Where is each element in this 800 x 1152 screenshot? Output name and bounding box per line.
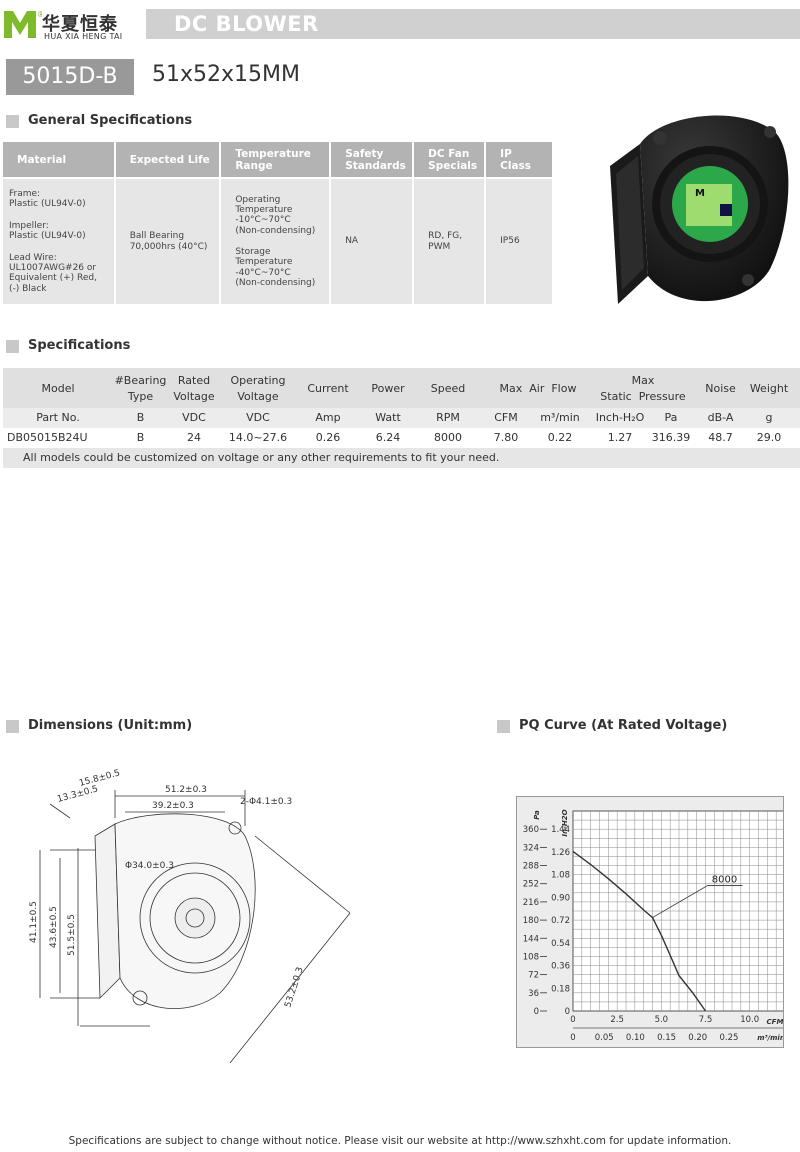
x2-tick-label: 0 xyxy=(570,1033,575,1043)
y2-tick-label: 1.08 xyxy=(551,871,570,881)
header-material: Material xyxy=(3,142,116,178)
dim-label: 43.6±0.5 xyxy=(49,906,59,948)
section-square-icon xyxy=(6,115,19,128)
logo-mark-icon: ® xyxy=(4,10,42,38)
general-spec-header-row: Material Expected Life Temperature Range… xyxy=(3,142,554,178)
dim-label: 51.2±0.3 xyxy=(165,785,207,795)
y-tick-label: 216 xyxy=(523,898,539,908)
safety-cell: NA xyxy=(330,177,415,304)
spec-header-row-2: Part No. B VDC VDC Amp Watt RPM CFM m³/m… xyxy=(3,408,800,428)
x-axis-label: CFM xyxy=(767,1018,783,1026)
material-cell: Frame: Plastic (UL94V-0) Impeller: Plast… xyxy=(3,177,116,304)
dim-label: 15.8±0.5 xyxy=(78,768,121,789)
header-dc-fan-specials: DC Fan Specials xyxy=(413,142,487,178)
ip-class-cell: IP56 xyxy=(485,177,554,304)
y-tick-label: 360 xyxy=(523,825,539,835)
header-expected-life: Expected Life xyxy=(114,142,222,178)
spec-note-row: All models could be customized on voltag… xyxy=(3,448,800,468)
logo-chinese-name: 华夏恒泰 xyxy=(42,14,118,35)
y2-tick-label: 0.72 xyxy=(551,916,570,926)
y-tick-label: 324 xyxy=(523,843,539,853)
dim-label: 39.2±0.3 xyxy=(152,801,194,811)
general-spec-row: Frame: Plastic (UL94V-0) Impeller: Plast… xyxy=(3,177,554,304)
pq-chart-frame: 0 36 72 108 144 180 216 252 288 324 360 0 0.18 0.36 0.… xyxy=(516,796,786,1048)
dim-label: 2-Φ4.1±0.3 xyxy=(240,797,292,807)
model-size: 51x52x15MM xyxy=(152,62,300,87)
expected-life-cell: Ball Bearing 70,000hrs (40°C) xyxy=(114,177,222,304)
y2-tick-label: 0 xyxy=(565,1007,570,1017)
temperature-cell: Operating Temperature -10°C~70°C (Non-co… xyxy=(220,177,332,304)
y2-tick-label: 0.90 xyxy=(551,893,570,903)
y-tick-label: 0 xyxy=(534,1007,539,1017)
y-tick-label: 288 xyxy=(523,862,539,872)
header-ip-class: IP Class xyxy=(485,142,554,178)
pq-chart: 0 36 72 108 144 180 216 252 288 324 360 0 0.18 0.36 0.… xyxy=(523,809,786,1043)
series-label: 8000 xyxy=(712,875,737,886)
svg-text:M: M xyxy=(695,188,705,199)
dim-label: 53.2±0.3 xyxy=(283,966,305,1009)
blower-product-photo: M xyxy=(610,115,789,304)
model-code: 5015D-B xyxy=(6,59,134,95)
x-tick-label: 7.5 xyxy=(699,1015,713,1025)
dim-label: 51.5±0.5 xyxy=(67,914,77,956)
customization-note: All models could be customized on voltag… xyxy=(23,451,500,464)
x2-axis-label: m³/min xyxy=(757,1034,783,1042)
general-spec-table: Material Expected Life Temperature Range… xyxy=(3,142,554,304)
spec-data-row: DB05015B24U B 24 14.0~27.6 0.26 6.24 800… xyxy=(3,428,800,448)
x2-tick-label: 0.15 xyxy=(657,1033,676,1043)
y2-tick-label: 0.54 xyxy=(551,939,570,949)
series-label-leader xyxy=(652,885,708,918)
section-square-icon xyxy=(6,720,19,733)
x2-tick-label: 0.05 xyxy=(595,1033,614,1043)
y2-tick-label: 0.18 xyxy=(551,984,570,994)
dim-label: 41.1±0.5 xyxy=(29,901,39,943)
dim-label: Φ34.0±0.3 xyxy=(125,861,174,871)
x-tick-label: 0 xyxy=(570,1015,575,1025)
y-tick-label: 180 xyxy=(523,916,539,926)
dim-label: 13.3±0.5 xyxy=(56,784,99,805)
x2-tick-label: 0.10 xyxy=(626,1033,645,1043)
y2-tick-label: 0.36 xyxy=(551,962,570,972)
logo-english-name: HUA XIA HENG TAI xyxy=(44,32,123,41)
x-tick-label: 5.0 xyxy=(655,1015,669,1025)
y-tick-label: 252 xyxy=(523,880,539,890)
y-tick-label: 36 xyxy=(528,989,539,999)
dimension-drawing: 15.8±0.5 13.3±0.5 51.2±0.3 39.2±0.3 2-Φ4… xyxy=(29,768,351,1064)
title-bar: DC BLOWER xyxy=(146,9,800,39)
y-tick-label: 108 xyxy=(523,952,539,962)
pq-curve-line xyxy=(572,850,707,1012)
page-title: DC BLOWER xyxy=(174,12,319,36)
footer-notice: Specifications are subject to change wit… xyxy=(68,1135,732,1147)
x-tick-label: 10.0 xyxy=(740,1015,759,1025)
y-axis-label: Pa xyxy=(533,810,541,820)
company-logo: ® 华夏恒泰 HUA XIA HENG TAI xyxy=(4,6,144,42)
section-square-icon xyxy=(497,720,510,733)
section-square-icon xyxy=(6,340,19,353)
y-tick-label: 144 xyxy=(523,934,539,944)
x2-tick-label: 0.20 xyxy=(688,1033,707,1043)
header-safety-standards: Safety Standards xyxy=(330,142,415,178)
y-tick-label: 72 xyxy=(528,971,539,981)
header-temperature-range: Temperature Range xyxy=(220,142,332,178)
x-tick-label: 2.5 xyxy=(610,1015,624,1025)
registered-mark: ® xyxy=(37,10,42,19)
y2-tick-label: 1.26 xyxy=(551,848,570,858)
y2-axis-label: In-H2O xyxy=(561,809,569,836)
specials-cell: RD, FG, PWM xyxy=(413,177,487,304)
x2-tick-label: 0.25 xyxy=(719,1033,738,1043)
y2-tick-label: 1.44 xyxy=(551,825,570,835)
